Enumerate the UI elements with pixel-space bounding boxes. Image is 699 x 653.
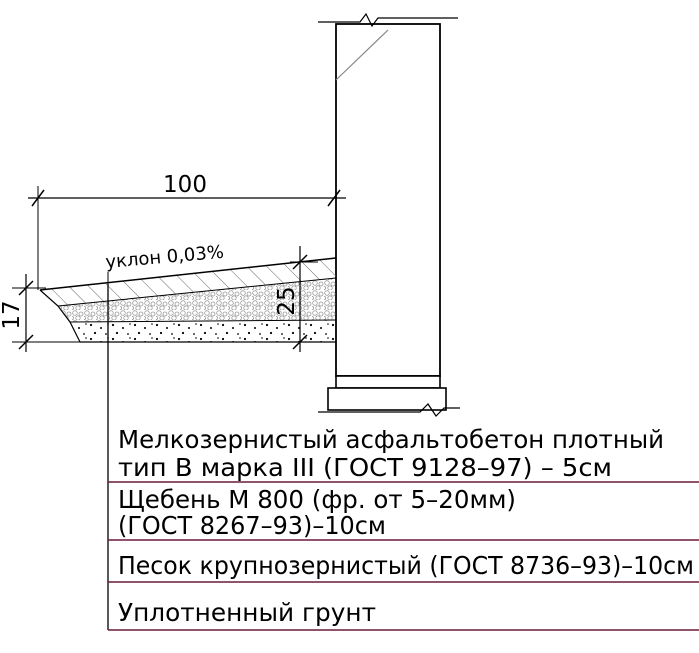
curb-stone (318, 12, 460, 417)
layer-3-line-1: Песок крупнозернистый (ГОСТ 8736–93)–10с… (118, 551, 694, 580)
sand-layer (70, 320, 336, 342)
width-dimension-label: 100 (163, 172, 207, 198)
break-line-top (318, 12, 458, 28)
gravel-layer (58, 278, 336, 322)
dimension-width: 100 (28, 172, 346, 290)
layer-2-line-1: Щебень М 800 (фр. от 5–20мм) (118, 485, 516, 514)
pavement-layers (39, 257, 337, 343)
layer-1-line-1: Мелкозернистый асфальтобетон плотный (118, 425, 664, 454)
layer-legend: Мелкозернистый асфальтобетон плотный тип… (108, 425, 699, 631)
edge-height-label: 17 (0, 300, 25, 329)
dimension-layer-height: 25 (274, 246, 318, 352)
layer-height-label: 25 (274, 286, 300, 315)
dimension-edge-height: 17 (0, 274, 80, 352)
layer-4-line-1: Уплотненный грунт (118, 598, 376, 627)
layer-1-line-2: тип В марка III (ГОСТ 9128–97) – 5см (118, 453, 612, 482)
break-line-bottom (318, 403, 460, 417)
asphalt-layer (40, 258, 336, 306)
layer-2-line-2: (ГОСТ 8267–93)–10см (118, 511, 386, 540)
slope-label: уклон 0,03% (105, 242, 225, 273)
